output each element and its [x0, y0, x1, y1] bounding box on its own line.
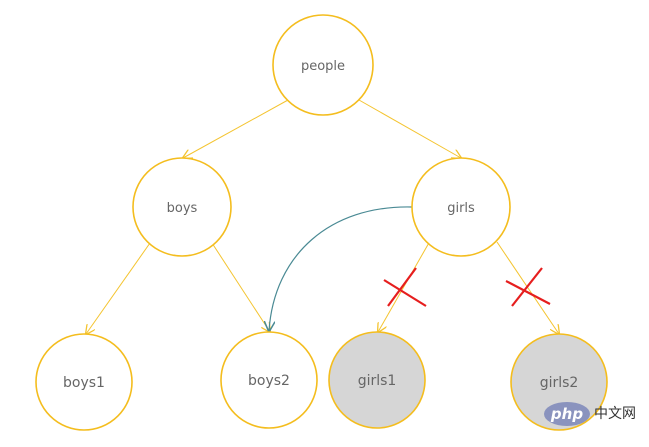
- edge-girls-girls1: [378, 240, 431, 332]
- node-boys2[interactable]: boys2: [220, 331, 318, 429]
- node-label-boys1: boys1: [63, 375, 105, 391]
- node-label-boys2: boys2: [248, 373, 290, 389]
- edge-boys-boys1: [86, 242, 151, 334]
- node-label-girls1: girls1: [358, 373, 397, 389]
- edge-people-girls: [358, 99, 461, 158]
- node-label-people: people: [301, 59, 345, 74]
- node-label-boys: boys: [167, 201, 198, 216]
- node-label-girls: girls: [447, 201, 475, 216]
- node-girls1[interactable]: girls1: [328, 331, 426, 429]
- node-girls[interactable]: girls: [411, 157, 511, 257]
- edge-people-boys: [183, 99, 289, 158]
- watermark-text: 中文网: [594, 406, 636, 422]
- edges: [86, 99, 559, 334]
- cross-mark-girls2: [505, 267, 551, 307]
- edge-girls-boys2-curved-arrow: [269, 206, 413, 331]
- edge-girls-girls2: [496, 241, 559, 334]
- node-boys[interactable]: boys: [132, 157, 232, 257]
- cross-mark-girls1: [383, 267, 427, 307]
- node-people[interactable]: people: [272, 14, 374, 116]
- node-boys1[interactable]: boys1: [35, 333, 133, 431]
- php-logo-badge: php: [544, 402, 590, 426]
- node-label-girls2: girls2: [540, 375, 579, 391]
- edge-boys-boys2: [211, 242, 270, 332]
